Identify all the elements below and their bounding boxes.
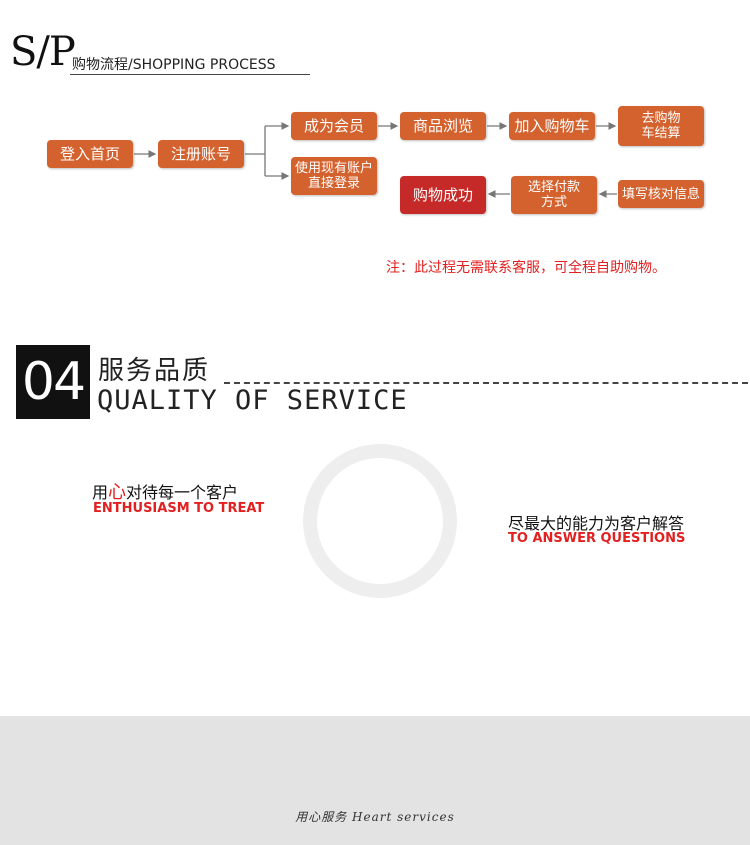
- enthusiasm-en: ENTHUSIASM TO TREAT: [93, 501, 265, 516]
- step-existing-account: 使用现有账户直接登录: [291, 157, 377, 195]
- process-flowchart: 登入首页 注册账号 成为会员 使用现有账户直接登录 商品浏览 加入购物车 去购物…: [0, 0, 750, 300]
- step-checkout: 去购物车结算: [618, 106, 704, 146]
- flow-arrows: [134, 122, 617, 198]
- step-home: 登入首页: [47, 140, 133, 168]
- section-title-cn: 服务品质: [98, 356, 211, 386]
- floor-band: [0, 716, 750, 845]
- step-register: 注册账号: [158, 140, 244, 168]
- step-member: 成为会员: [291, 112, 377, 140]
- answer-en: TO ANSWER QUESTIONS: [508, 531, 686, 546]
- section-title-en: QUALITY OF SERVICE: [97, 385, 408, 416]
- heart-services-label: 用心服务 Heart services: [295, 810, 455, 824]
- step-fill-info: 填写核对信息: [618, 180, 704, 208]
- step-browse: 商品浏览: [400, 112, 486, 140]
- section-number: 04: [16, 345, 90, 419]
- step-success: 购物成功: [400, 176, 486, 214]
- step-payment: 选择付款方式: [511, 176, 597, 214]
- process-title: 购物流程/SHOPPING PROCESS: [72, 57, 276, 73]
- process-header: S/P 购物流程/SHOPPING PROCESS: [10, 30, 750, 78]
- header-rule: [70, 74, 310, 75]
- step-add-to-cart: 加入购物车: [509, 112, 595, 140]
- heart-circle: [317, 458, 443, 584]
- heart-character: 心: [108, 482, 127, 503]
- answer-cn: 尽最大的能力为客户解答: [508, 514, 685, 533]
- enthusiasm-cn: 用心对待每一个客户: [92, 482, 239, 503]
- service-illustration: [0, 0, 750, 415]
- process-note: 注：此过程无需联系客服，可全程自助购物。: [386, 260, 666, 276]
- title-dashed-rule: [224, 382, 748, 384]
- sp-logo: S/P: [10, 29, 76, 75]
